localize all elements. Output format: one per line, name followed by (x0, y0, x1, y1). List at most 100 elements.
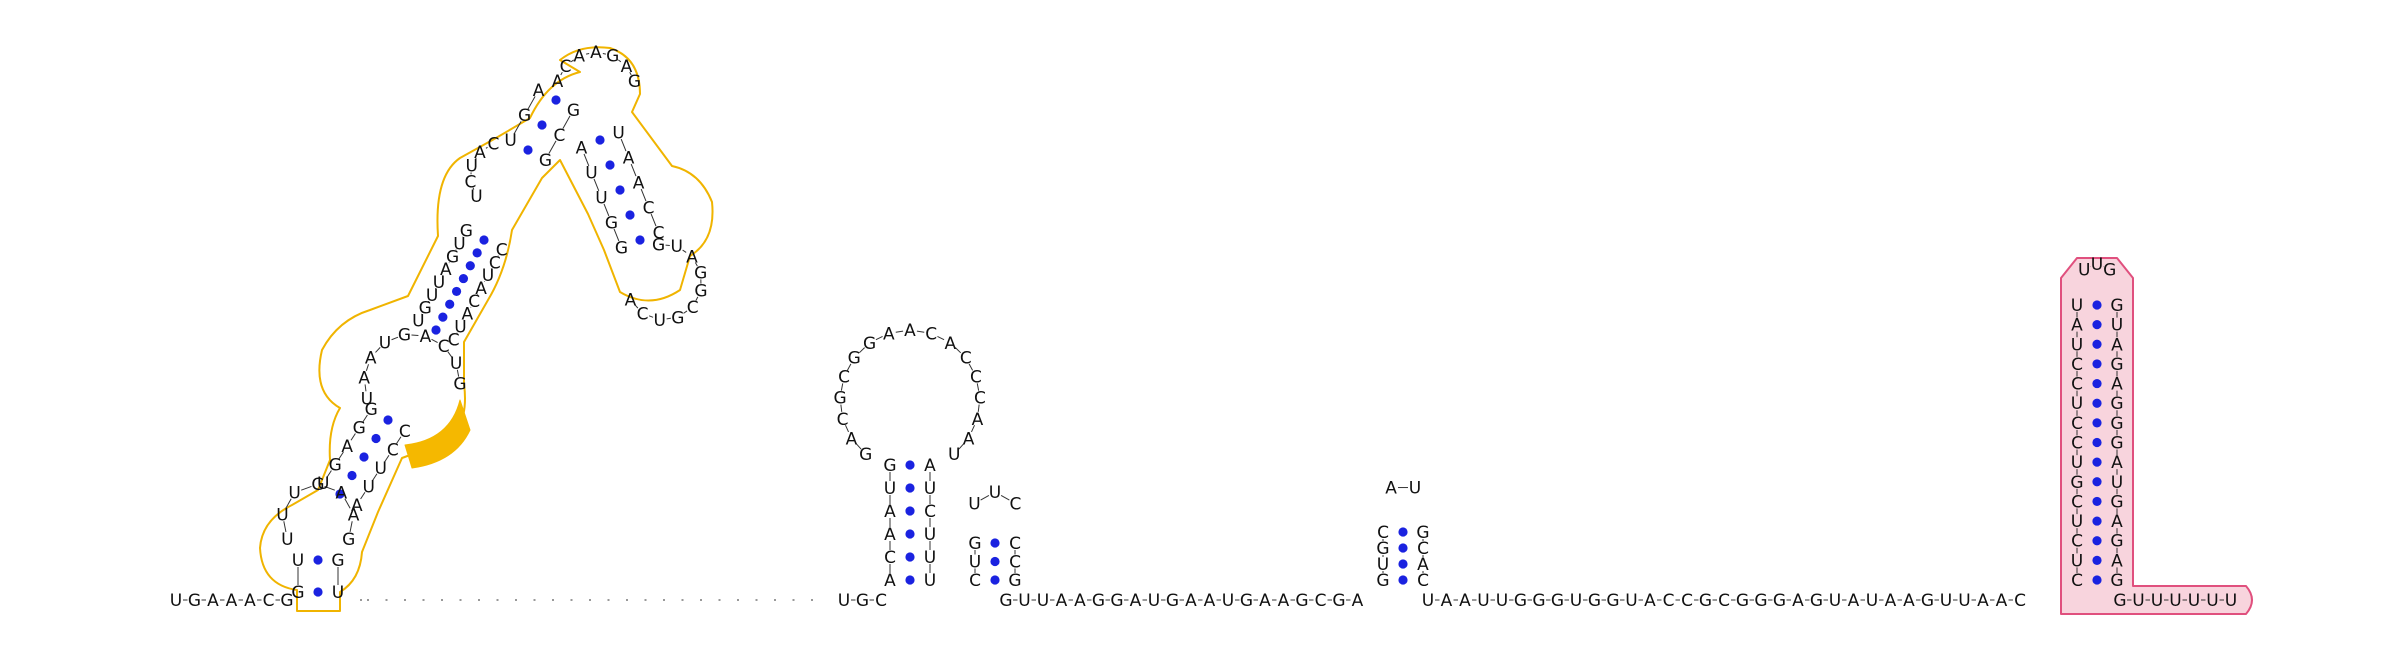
stem-nucleotide: G (2110, 355, 2123, 375)
loop-nucleotide: U (671, 237, 683, 257)
base-pair-dot (523, 145, 533, 155)
backbone-link (301, 485, 312, 491)
backbone-link (968, 363, 974, 371)
stem-nucleotide: G (2110, 571, 2123, 591)
nucleotide-5prime: C (263, 591, 275, 611)
backbone-link (895, 330, 904, 333)
stem-nucleotide: C (1009, 553, 1021, 573)
stem-nucleotide: U (924, 525, 936, 545)
nucleotide: G (1332, 591, 1345, 611)
backbone-link (620, 138, 627, 152)
stem-nucleotide: G (291, 583, 304, 603)
stem-nucleotide: U (2071, 296, 2083, 316)
backbone-link (855, 443, 862, 450)
loop-nucleotide: C (560, 57, 572, 77)
stem-nucleotide: U (2071, 394, 2083, 414)
base-pair-dot (2092, 496, 2102, 507)
base-pair-dot (2092, 320, 2102, 330)
highlight-terminator (2060, 257, 2253, 615)
backbone-link (447, 351, 453, 358)
stem-nucleotide: U (504, 131, 516, 151)
stem-nucleotide: U (482, 266, 494, 286)
backbone-link (344, 498, 351, 509)
nucleotide: G (1295, 591, 1308, 611)
nucleotide: U (1422, 591, 1434, 611)
stem-nucleotide: G (2110, 492, 2123, 512)
loop-nucleotide: G (606, 47, 619, 67)
stem-nucleotide: U (612, 124, 624, 144)
loop-nucleotide: U (653, 311, 665, 331)
loop-nucleotide: A (846, 429, 858, 449)
nucleotide: G (856, 591, 869, 611)
base-pair-dot (431, 325, 441, 335)
loop-nucleotide: C (464, 172, 476, 192)
nucleotide-5prime: U (170, 591, 182, 611)
backbone-link (916, 330, 925, 333)
backbone-link (980, 494, 990, 501)
backbone-link (958, 443, 965, 450)
loop-nucleotide: A (883, 324, 895, 344)
loop-nucleotide: G (671, 308, 684, 328)
loop-nucleotide: C (970, 368, 982, 388)
base-pair-dot (905, 529, 915, 539)
nucleotide: C (1315, 591, 1327, 611)
backbone-link (613, 228, 620, 242)
base-pair-dot (625, 210, 635, 220)
nucleotide: G (1773, 591, 1786, 611)
backbone-link (845, 424, 849, 433)
stem-nucleotide: U (595, 188, 607, 208)
base-pair-dot (335, 489, 345, 499)
loop-nucleotide: G (848, 349, 861, 369)
backbone-link (955, 347, 962, 354)
stem-nucleotide: C (448, 330, 460, 350)
backbone-link (485, 146, 488, 149)
stem-nucleotide: A (2111, 453, 2123, 473)
stem-nucleotide: G (2110, 394, 2123, 414)
stem-nucleotide: G (567, 101, 580, 121)
base-pair-dot (2092, 418, 2102, 428)
backbone-link (338, 451, 344, 460)
nucleotide: A (1459, 591, 1471, 611)
base-pair-dot (451, 286, 462, 297)
nucleotide: G (1532, 591, 1545, 611)
backbone-link (365, 364, 369, 371)
stem-nucleotide: A (475, 279, 487, 299)
backbone-link (362, 414, 368, 423)
nucleotide: A (1074, 591, 1086, 611)
stem-nucleotide: A (884, 502, 896, 522)
loop-nucleotide: U (2091, 255, 2103, 275)
loop-nucleotide: A (474, 143, 486, 163)
nucleotide: A (1996, 591, 2008, 611)
backbone-link (548, 140, 557, 154)
nucleotide: G (1736, 591, 1749, 611)
stem-nucleotide: U (2071, 335, 2083, 355)
stem-nucleotide: U (433, 273, 445, 293)
stem-nucleotide: C (554, 126, 566, 146)
base-pair-dot (990, 575, 1000, 585)
nucleotide-5prime: A (226, 591, 238, 611)
base-pair-dot (313, 555, 323, 565)
stem-nucleotide: C (924, 502, 936, 522)
nucleotide: G (1092, 591, 1105, 611)
loop-nucleotide: A (573, 47, 585, 67)
nucleotide: A (1352, 591, 1364, 611)
loop-nucleotide: C (637, 304, 649, 324)
backbone-link (527, 96, 536, 110)
backbone-link (472, 187, 475, 190)
backbone-link (593, 178, 600, 192)
backbone-link (326, 470, 332, 478)
loop-nucleotide: C (837, 410, 849, 430)
stem-nucleotide: U (969, 553, 981, 573)
base-pair-dot (458, 273, 469, 284)
nucleotide: U (1829, 591, 1841, 611)
stem-nucleotide: G (1416, 523, 1429, 543)
base-pair-dot (2092, 516, 2102, 526)
stem-nucleotide: A (440, 260, 452, 280)
loop-nucleotide: G (694, 263, 707, 283)
base-pair-dot (472, 248, 482, 258)
stem-nucleotide: G (1008, 571, 1021, 591)
backbone-link (846, 363, 852, 371)
nucleotide: G (1240, 591, 1253, 611)
loop-nucleotide: A (686, 247, 698, 267)
